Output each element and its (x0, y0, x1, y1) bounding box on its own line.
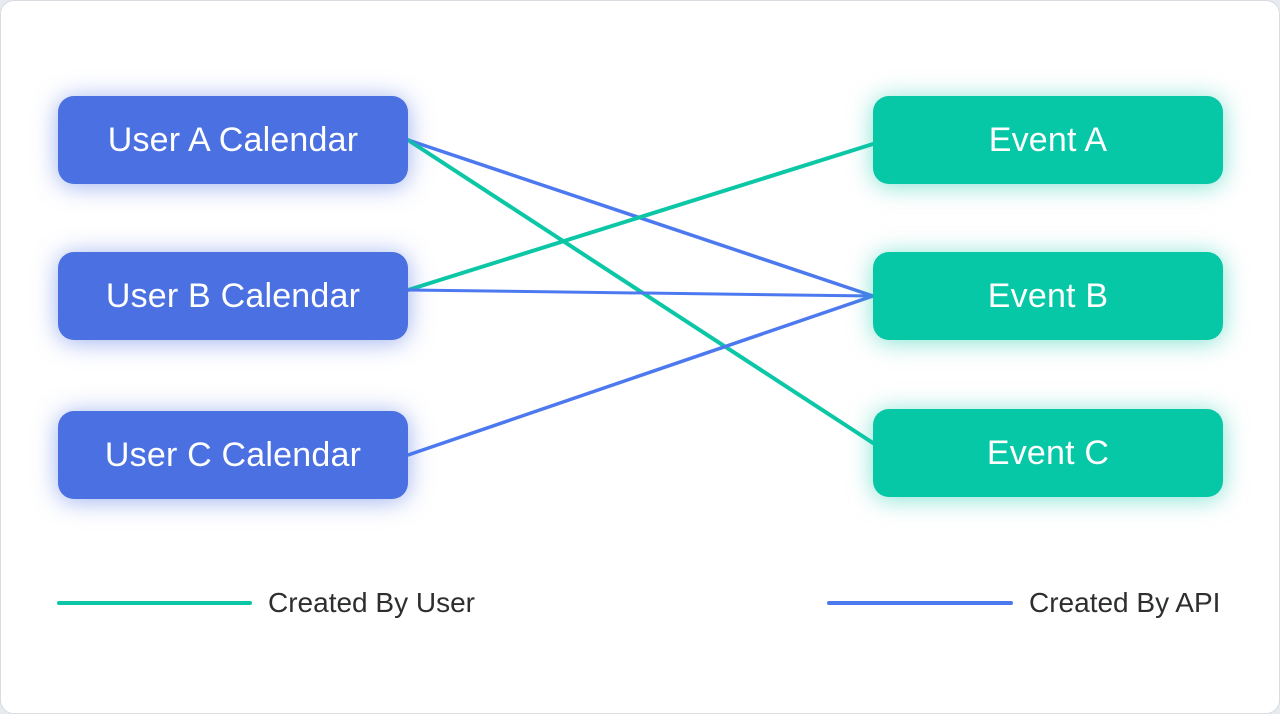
node-label: Event B (987, 276, 1109, 315)
node-event-a: Event A (873, 96, 1223, 184)
created-by-user-line-swatch (57, 601, 252, 605)
edge-userC-to-eventB (406, 294, 875, 457)
node-user-a-calendar: User A Calendar (58, 96, 408, 184)
legend-label: Created By User (268, 587, 475, 618)
node-event-b: Event B (873, 252, 1223, 340)
node-label: User B Calendar (105, 276, 361, 315)
node-label: User A Calendar (107, 120, 359, 159)
legend-created-by-user: Created By User (57, 587, 475, 618)
node-event-c: Event C (873, 409, 1223, 497)
node-label: User C Calendar (104, 435, 362, 474)
node-user-c-calendar: User C Calendar (58, 411, 408, 499)
edge-userB-to-eventA (406, 142, 875, 292)
legend-created-by-api: Created By API (827, 587, 1221, 618)
node-user-b-calendar: User B Calendar (58, 252, 408, 340)
node-label: Event C (986, 433, 1110, 472)
edge-userB-to-eventB (406, 288, 875, 298)
legend-label: Created By API (1029, 587, 1221, 618)
created-by-api-line-swatch (827, 601, 1013, 605)
node-label: Event A (988, 120, 1108, 159)
